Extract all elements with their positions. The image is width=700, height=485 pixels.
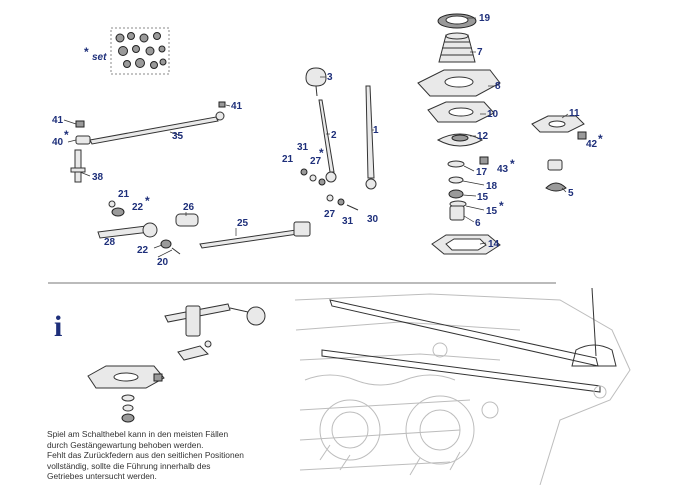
part-label-42: 42: [586, 139, 598, 150]
part-label-27b: 27: [324, 209, 336, 220]
lever-2: [318, 99, 337, 183]
part-label-15b-asterisk: *: [499, 199, 504, 213]
part-label-3: 3: [327, 72, 333, 83]
part-label-41b: 41: [52, 115, 64, 126]
part-label-35: 35: [172, 131, 184, 142]
set-asterisk: *: [84, 45, 89, 59]
part-label-43-asterisk: *: [510, 157, 515, 171]
part-label-18: 18: [486, 181, 498, 192]
info-icon: i: [54, 310, 63, 343]
part-label-38: 38: [92, 172, 104, 183]
part-label-19: 19: [479, 13, 491, 24]
clevis-40: [75, 135, 91, 145]
info-note-line: Fehlt das Zurückfedern aus den seitliche…: [47, 450, 244, 461]
rod-25: [199, 221, 311, 249]
set-kit-box: [110, 27, 170, 75]
part-label-41a: 41: [231, 101, 243, 112]
small-parts-17-18-15-6: [447, 156, 489, 221]
bolt-41a: [218, 101, 226, 108]
bush-22b: [160, 239, 172, 249]
pin-38: [70, 149, 86, 183]
knob-3: [305, 67, 327, 97]
part-label-21b: 21: [118, 189, 130, 200]
part-label-27a-asterisk: *: [319, 146, 324, 160]
part-label-15b: 15: [486, 206, 498, 217]
part-label-30: 30: [367, 214, 379, 225]
part-label-22a: 22: [132, 202, 144, 213]
part-label-8: 8: [495, 81, 501, 92]
washer-21b: [108, 200, 116, 208]
info-plate-sketch: [87, 365, 165, 423]
info-note: Spiel am Schalthebel kann in den meisten…: [47, 429, 297, 482]
part-label-1: 1: [373, 125, 379, 136]
part-label-31a: 31: [297, 142, 309, 153]
info-note-line: durch Gestängewartung behoben werden.: [47, 439, 204, 450]
part-label-20: 20: [157, 257, 169, 268]
bush-22a: [111, 207, 125, 217]
part-label-40: 40: [52, 137, 64, 148]
part-label-27a: 27: [310, 156, 322, 167]
part-label-42-asterisk: *: [598, 132, 603, 146]
part-label-25: 25: [237, 218, 249, 229]
part-label-2: 2: [331, 130, 337, 141]
part-label-6: 6: [475, 218, 481, 229]
info-linkage-sketch: [164, 303, 266, 361]
washers-21-27-31: [300, 168, 359, 211]
part-label-14: 14: [488, 239, 500, 250]
gasket-14: [431, 234, 501, 255]
set-word: set: [92, 52, 107, 63]
arm-28: [97, 222, 158, 239]
part-label-12: 12: [477, 131, 489, 142]
part-number-labels: 19 7 8 10 12 17 43 * 18 15 15 * 6 14 11 …: [52, 13, 603, 268]
ring-19: [437, 13, 477, 29]
part-label-11: 11: [569, 108, 580, 119]
info-note-line: Spiel am Schalthebel kann in den meisten…: [47, 429, 229, 439]
part-label-5: 5: [568, 188, 574, 199]
part-label-22a-asterisk: *: [145, 194, 150, 208]
part-label-21a: 21: [282, 154, 294, 165]
part-label-22b: 22: [137, 245, 149, 256]
gearbox-cutaway-illustration: [294, 287, 631, 485]
pin-20: [171, 247, 181, 255]
part-label-15a: 15: [477, 192, 489, 203]
lever-1: [365, 85, 377, 190]
leader-lines: [63, 17, 569, 258]
part-label-31b: 31: [342, 216, 354, 227]
plate-11: [531, 115, 587, 140]
rod-35: [89, 111, 225, 145]
part-label-10: 10: [487, 109, 499, 120]
part-label-43: 43: [497, 164, 509, 175]
info-note-line: Getriebes untersucht werden.: [47, 471, 157, 482]
bush-and-cup-5: [545, 159, 567, 192]
gaiter-boot-7: [438, 32, 476, 63]
cup-12: [436, 133, 484, 147]
part-label-28: 28: [104, 237, 116, 248]
part-label-40-asterisk: *: [64, 128, 69, 142]
part-label-26: 26: [183, 202, 195, 213]
bush-26: [175, 213, 199, 227]
part-label-7: 7: [477, 47, 483, 58]
plate-10: [427, 101, 495, 123]
part-label-17: 17: [476, 167, 488, 178]
info-note-line: vollständig, sollte die Führung innerhal…: [47, 460, 211, 471]
plate-8: [417, 69, 501, 97]
nut-41b: [75, 120, 85, 128]
